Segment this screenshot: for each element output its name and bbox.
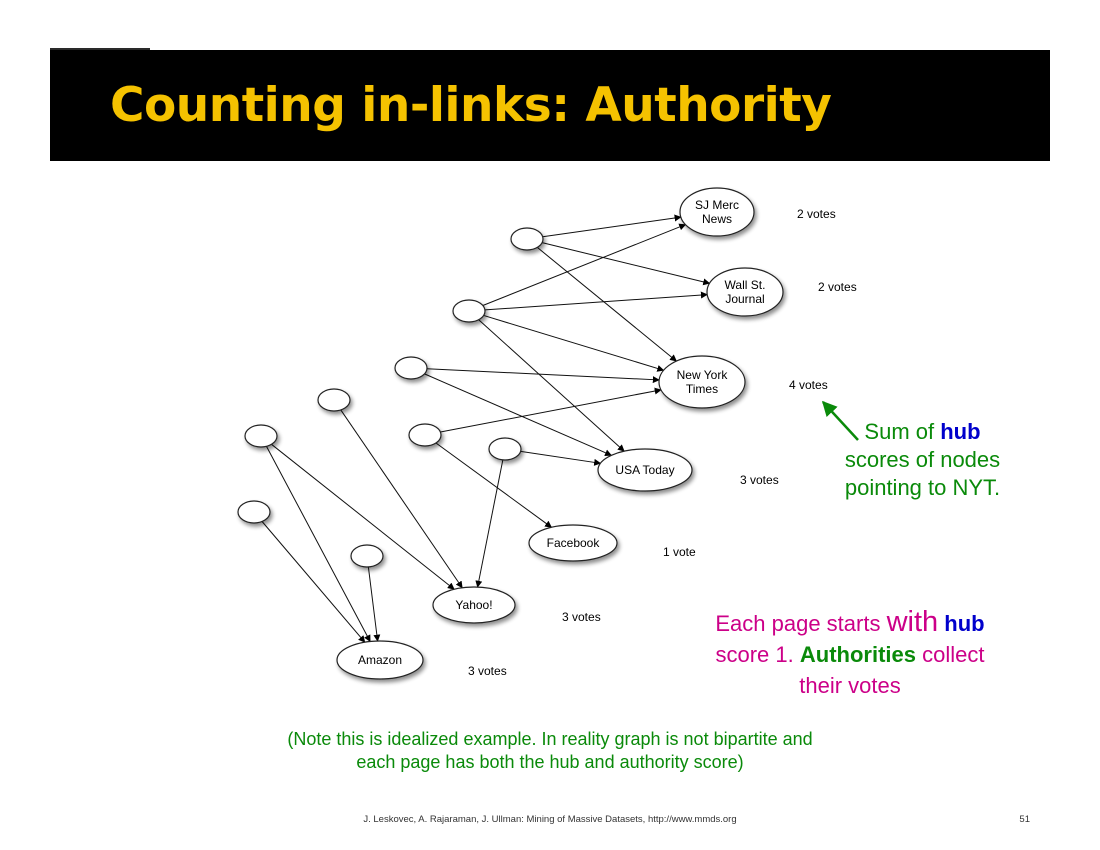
votes-label-wsj: 2 votes [818,280,857,294]
edge-h9-to-amazon [367,566,381,642]
authority-node-facebook: Facebook [528,524,618,562]
hub-score-annotation: Each page starts with hub score 1. Autho… [660,607,1040,701]
votes-label-sjmerc: 2 votes [797,207,836,221]
hub-note-authorities-word: Authorities [799,642,916,667]
edge-h3-to-nyt [426,368,660,384]
nyt-note-line2: scores of nodes [844,447,1001,472]
votes-label-amazon: 3 votes [468,664,507,678]
edge-h7-to-amazon [266,446,371,643]
edge-h7-to-yahoo [271,443,455,590]
authority-label-nyt-1: Times [686,382,718,396]
edge-h1-to-nyt [536,247,677,362]
edge-h3-to-usatoday [424,373,612,457]
votes-label-usatoday: 3 votes [740,473,779,487]
votes-label-nyt: 4 votes [789,378,828,392]
authority-node-wsj: Wall St.Journal [706,267,784,317]
hub-node-h2 [452,299,486,323]
authority-label-wsj-1: Journal [725,292,764,306]
nyt-note-hub-word: hub [940,419,981,444]
edge-h2-to-sjmerc [482,223,687,306]
authority-ellipse-sjmerc [679,187,755,237]
hub-note-part8: their votes [799,673,901,698]
edge-h8-to-amazon [261,521,366,643]
hub-note-hub-word: hub [944,611,985,636]
hub-note-with: with [886,606,939,638]
authority-label-sjmerc-0: SJ Merc [695,198,739,212]
authority-label-usatoday-0: USA Today [615,463,674,477]
authority-label-wsj-0: Wall St. [725,278,766,292]
hub-node-h1 [510,227,544,251]
edge-h4-to-yahoo [340,409,463,589]
authority-ellipse-nyt [658,355,746,409]
authority-label-sjmerc-1: News [702,212,732,226]
authority-node-amazon: Amazon [336,640,424,680]
hub-node-h7 [244,424,278,448]
vote-layer: 2 votes 2 votes 4 votes 3 votes 1 vote 3 vote… [468,207,857,678]
edge-h5-to-nyt [440,387,662,433]
edge-h2-to-nyt [483,314,665,372]
edge-h5-to-facebook [435,442,553,528]
edge-h2-to-wsj [484,291,708,311]
authority-ellipse-yahoo [432,586,516,624]
idealized-note-line1: (Note this is idealized example. In real… [287,729,813,749]
title-accent-line [50,48,150,51]
votes-label-yahoo: 3 votes [562,610,601,624]
edge-h6-to-usatoday [520,450,602,466]
authority-ellipse-usatoday [597,448,693,492]
edge-h2-to-usatoday [478,319,625,452]
nyt-note-line3: pointing to NYT. [844,475,1001,500]
nyt-pointer-arrow [821,400,859,441]
authority-ellipse-wsj [706,267,784,317]
idealized-note: (Note this is idealized example. In real… [210,728,890,774]
authority-label-facebook-0: Facebook [547,536,601,550]
edge-h1-to-sjmerc [542,214,682,238]
idealized-note-line2: each page has both the hub and authority… [356,752,744,772]
authority-label-nyt-0: New York [677,368,729,382]
edge-h1-to-wsj [541,242,711,286]
page-number: 51 [1019,814,1030,825]
hub-node-h5 [408,423,442,447]
authority-ellipse-facebook [528,524,618,562]
authority-node-yahoo: Yahoo! [432,586,516,624]
authority-label-yahoo-0: Yahoo! [455,598,492,612]
nyt-sum-annotation: Sum of hub scores of nodes pointing to N… [815,418,1030,502]
slide-title: Counting in-links: Authority [110,78,832,133]
hub-node-h8 [237,500,271,524]
authority-label-amazon-0: Amazon [358,653,402,667]
hub-note-part5: score 1. [715,642,800,667]
title-bar [50,50,1050,161]
authority-ellipse-amazon [336,640,424,680]
hub-node-h6 [488,437,522,461]
nyt-note-prefix: Sum of [864,419,941,444]
authority-node-usatoday: USA Today [597,448,693,492]
hub-node-h4 [317,388,351,412]
edge-layer [261,214,711,643]
hub-node-h3 [394,356,428,380]
citation-footer: J. Leskovec, A. Rajaraman, J. Ullman: Mi… [363,814,737,825]
votes-label-facebook: 1 vote [663,545,696,559]
hub-note-part1: Each page starts [715,611,887,636]
hub-node-h9 [350,544,384,568]
hub-note-part7: collect [916,642,985,667]
edge-h6-to-yahoo [475,459,504,588]
